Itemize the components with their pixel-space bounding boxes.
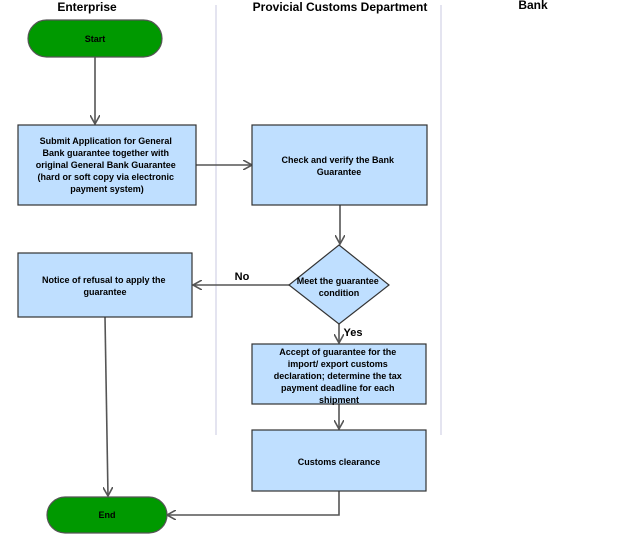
guarantee-condition-shape — [288, 244, 390, 325]
refusal-notice-box: Notice of refusal to apply the guarantee — [17, 252, 193, 318]
submit-application-line-2: Bank guarantee together with — [42, 148, 169, 158]
edge-label-no: No — [235, 271, 250, 283]
svg-text:Accept of guarantee for the: Accept of guarantee for the import/ expo… — [274, 347, 405, 405]
accept-guarantee-line-4: payment deadline for each — [281, 383, 395, 393]
submit-application-shape — [17, 124, 197, 206]
submit-application-line-1: Submit Application for General — [40, 136, 172, 146]
check-verify-shape — [251, 124, 428, 206]
guarantee-condition-line-1: Meet the guarantee — [297, 276, 379, 286]
lane-title-enterprise: Enterprise — [57, 0, 117, 14]
lane-title-bank: Bank — [518, 0, 548, 12]
svg-text:Notice of refusal to apply the: Notice of refusal to apply the guarantee — [42, 275, 168, 297]
check-verify-line-2: Guarantee — [317, 167, 362, 177]
start-shape — [27, 19, 163, 58]
svg-text:Customs clearance: Customs clearance — [298, 457, 381, 467]
submit-application-line-4: (hard or soft copy via electronic — [37, 172, 174, 182]
accept-guarantee-shape — [251, 343, 427, 405]
check-verify-line-1: Check and verify the Bank — [281, 155, 395, 165]
submit-application-box: Submit Application for General Bank guar… — [17, 124, 197, 206]
edge-label-yes: Yes — [344, 327, 363, 339]
start-terminator: Start — [27, 19, 163, 58]
end-terminator: End — [46, 496, 168, 534]
accept-guarantee-line-2: import/ export customs — [288, 359, 388, 369]
edge-refusal-to-end — [105, 316, 108, 496]
accept-guarantee-line-3: declaration; determine the tax — [274, 371, 402, 381]
connectors — [95, 57, 340, 515]
svg-text:Submit Application for General: Submit Application for General Bank guar… — [36, 136, 179, 194]
svg-text:Start: Start — [85, 34, 106, 44]
edge-labels: No Yes — [235, 271, 363, 339]
end-label: End — [99, 510, 116, 520]
customs-clearance-label: Customs clearance — [298, 457, 381, 467]
svg-text:Meet the guarantee con: Meet the guarantee condition — [297, 276, 382, 298]
customs-clearance-shape — [251, 429, 427, 492]
submit-application-line-3: original General Bank Guarantee — [36, 160, 176, 170]
start-label: Start — [85, 34, 106, 44]
lane-title-customs: Provicial Customs Department — [253, 0, 428, 14]
svg-text:Check and verify the Bank: Check and verify the Bank Guarantee — [281, 155, 396, 177]
refusal-notice-shape — [17, 252, 193, 318]
end-shape — [46, 496, 168, 534]
accept-guarantee-box: Accept of guarantee for the import/ expo… — [251, 343, 427, 405]
submit-application-line-5: payment system) — [70, 184, 144, 194]
lane-titles: Enterprise Provicial Customs Department … — [57, 0, 548, 14]
accept-guarantee-line-5: shipment — [319, 395, 359, 405]
svg-text:End: End — [99, 510, 116, 520]
check-verify-box: Check and verify the Bank Guarantee — [251, 124, 428, 206]
guarantee-condition-line-2: condition — [319, 288, 360, 298]
accept-guarantee-line-1: Accept of guarantee for the — [279, 347, 396, 357]
customs-clearance-box: Customs clearance — [251, 429, 427, 492]
refusal-notice-line-1: Notice of refusal to apply the — [42, 275, 166, 285]
guarantee-condition-decision: Meet the guarantee condition — [288, 244, 390, 325]
refusal-notice-line-2: guarantee — [83, 287, 126, 297]
edge-clearance-to-end — [167, 491, 340, 515]
nodes: Start Submit Application for General Ban… — [17, 19, 428, 534]
lane-dividers — [215, 5, 442, 435]
